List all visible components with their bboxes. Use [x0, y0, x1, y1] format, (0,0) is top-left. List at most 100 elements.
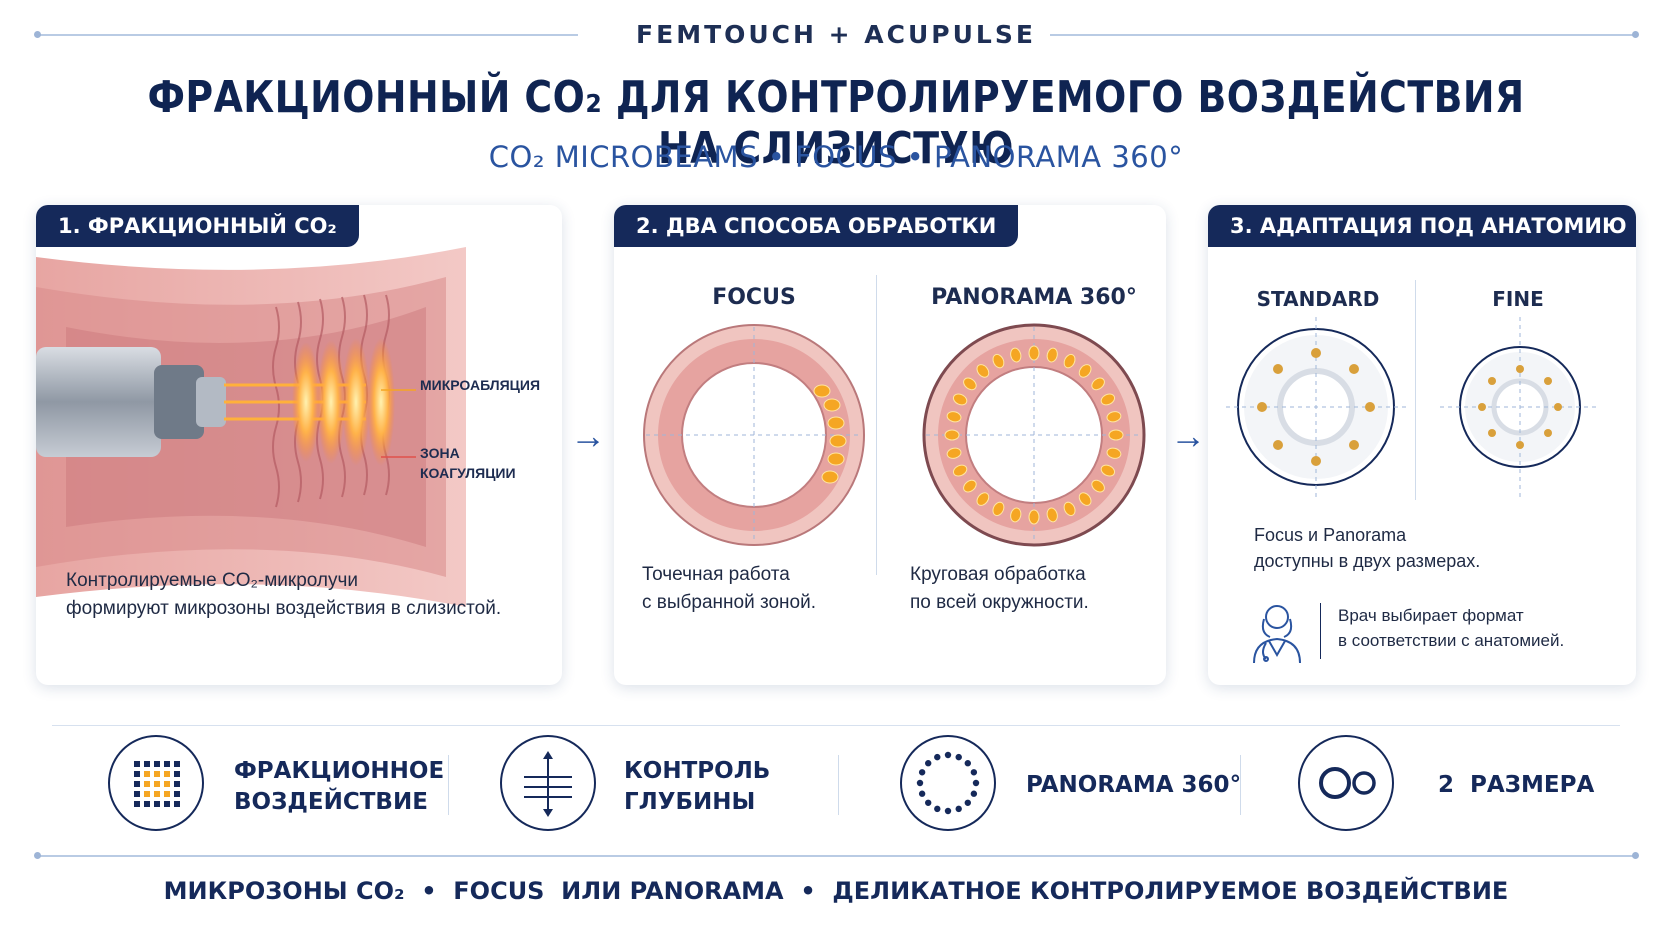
ring-dot	[964, 760, 971, 767]
focus-caption-line1: Точечная работа	[642, 564, 790, 585]
features-sep-3	[1240, 755, 1241, 815]
panorama-laser-spot	[1100, 464, 1116, 477]
two-sizes-icon	[1298, 735, 1394, 831]
grid-dot	[174, 791, 180, 797]
grid-dot	[154, 761, 160, 767]
panel3-caption-line1: Focus и Panorama	[1254, 525, 1407, 545]
grid-dot	[154, 781, 160, 787]
panel3-divider	[1415, 280, 1416, 500]
panorama-laser-spot	[1028, 509, 1040, 525]
ring-dot	[944, 751, 952, 759]
label-coag-zone-1: ЗОНА	[420, 445, 460, 461]
panel-two-methods: 2. ДВА СПОСОБА ОБРАБОТКИ FOCUS PANORAMA …	[614, 205, 1166, 685]
arrow-right-icon-1: →	[570, 415, 606, 456]
panorama-laser-spot	[963, 377, 977, 391]
panorama-laser-spot	[992, 353, 1005, 369]
grid-dot	[144, 791, 150, 797]
grid-dot	[134, 761, 140, 767]
panorama-laser-spot	[1100, 393, 1116, 406]
panorama-caption-line2: по всей окружности.	[910, 592, 1089, 613]
panorama-laser-spot	[944, 429, 960, 441]
panorama-laser-spot	[1063, 501, 1076, 517]
footer-tagline: МИКРОЗОНЫ CO₂ • FOCUS ИЛИ PANORAMA • ДЕЛ…	[163, 877, 1509, 905]
grid-dot	[164, 761, 170, 767]
panorama-laser-spot	[1108, 429, 1124, 441]
grid-dot	[134, 781, 140, 787]
panorama-laser-spot	[976, 492, 990, 506]
ring-dot	[925, 760, 932, 767]
focus-caption-line2: с выбранной зоной.	[642, 592, 817, 613]
doctor-caption-line2: в соответствии с анатомией.	[1338, 631, 1565, 650]
grid-dot	[174, 781, 180, 787]
feature-fractional-line1: ФРАКЦИОННОЕ	[234, 758, 445, 784]
grid-dot	[144, 771, 150, 777]
grid-dot	[154, 771, 160, 777]
ring-dot	[916, 779, 924, 787]
grid-dot	[134, 791, 140, 797]
panorama-laser-spot	[1091, 479, 1105, 493]
header-dot-right	[1632, 31, 1639, 38]
ring-dot	[955, 753, 962, 761]
panorama-laser-spot	[976, 364, 990, 378]
panorama-laser-spot	[992, 501, 1005, 517]
footer-dot-right	[1632, 852, 1639, 859]
label-coag-zone-2: КОАГУЛЯЦИИ	[420, 465, 516, 481]
header-line-right	[1050, 34, 1635, 36]
doctor-caption-line1: Врач выбирает формат	[1338, 606, 1524, 625]
panel-anatomy-adaptation: 3. АДАПТАЦИЯ ПОД АНАТОМИЮ STANDARD FINE …	[1208, 205, 1636, 685]
panorama-laser-spot	[1046, 347, 1058, 363]
page-subtitle: CO₂ MICROBEAMS • FOCUS • PANORAMA 360°	[488, 140, 1184, 174]
panorama-laser-spot	[963, 479, 977, 493]
grid-dot	[164, 801, 170, 807]
fractional-grid-icon	[108, 735, 204, 831]
feature-fractional-line2: ВОЗДЕЙСТВИЕ	[234, 789, 428, 815]
panorama-laser-spot	[1091, 377, 1105, 391]
panorama-laser-spot	[1028, 345, 1040, 361]
panorama-laser-spot	[1106, 447, 1122, 459]
panorama-laser-spot	[952, 393, 968, 406]
feature-two-sizes-label: 2 РАЗМЕРА	[1438, 772, 1595, 798]
panel3-caption-line2: доступны в двух размерах.	[1254, 551, 1481, 571]
panorama-ring-icon	[900, 735, 996, 831]
ring-dot	[964, 799, 971, 806]
tissue-illustration	[36, 247, 466, 607]
panel2-badge: 2. ДВА СПОСОБА ОБРАБОТКИ	[614, 205, 1019, 247]
panorama-laser-spot	[1063, 353, 1076, 369]
feature-depth-line2: ГЛУБИНЫ	[624, 789, 756, 815]
features-top-rule	[52, 725, 1620, 726]
panel2-divider	[876, 275, 877, 575]
panorama-laser-spot	[1078, 364, 1092, 378]
standard-title: STANDARD	[1256, 287, 1380, 311]
ring-dot	[918, 790, 926, 797]
panel1-caption-line1: Контролируемые CO₂-микролучи	[66, 570, 359, 591]
ring-dot	[925, 799, 932, 806]
panorama-title: PANORAMA 360°	[931, 285, 1137, 310]
panorama-laser-spot	[946, 447, 962, 459]
standard-applicator-icon	[1226, 317, 1406, 497]
panorama-laser-spot	[1106, 411, 1122, 423]
panorama-laser-spot	[946, 411, 962, 423]
ring-dot	[970, 790, 978, 797]
feature-panorama-label: PANORAMA 360°	[1026, 772, 1242, 798]
depth-control-icon	[500, 735, 596, 831]
features-sep-2	[838, 755, 839, 815]
ring-dot	[955, 805, 962, 813]
grid-dot	[154, 801, 160, 807]
header-line-left	[38, 34, 578, 36]
panorama-caption-line1: Круговая обработка	[910, 564, 1086, 585]
ring-dot	[972, 779, 980, 787]
panorama-laser-spot	[952, 464, 968, 477]
panel3-badge: 3. АДАПТАЦИЯ ПОД АНАТОМИЮ	[1208, 205, 1636, 247]
panorama-laser-spot	[1078, 492, 1092, 506]
panel-fractional-co2: МИКРОАБЛЯЦИЯ ЗОНА КОАГУЛЯЦИИ Контролируе…	[36, 205, 562, 685]
ring-dot	[934, 805, 941, 813]
arrow-right-icon-2: →	[1170, 415, 1206, 456]
panorama-laser-spot	[1010, 347, 1022, 363]
panel1-badge: 1. ФРАКЦИОННЫЙ CO₂	[36, 205, 359, 247]
brand-title: FEMTOUCH + ACUPULSE	[636, 20, 1036, 49]
page-title: ФРАКЦИОННЫЙ CO₂ ДЛЯ КОНТРОЛИРУЕМОГО ВОЗД…	[147, 72, 1525, 174]
grid-dot	[144, 761, 150, 767]
doctor-icon	[1253, 605, 1301, 664]
grid-dot	[164, 791, 170, 797]
grid-dot	[144, 781, 150, 787]
